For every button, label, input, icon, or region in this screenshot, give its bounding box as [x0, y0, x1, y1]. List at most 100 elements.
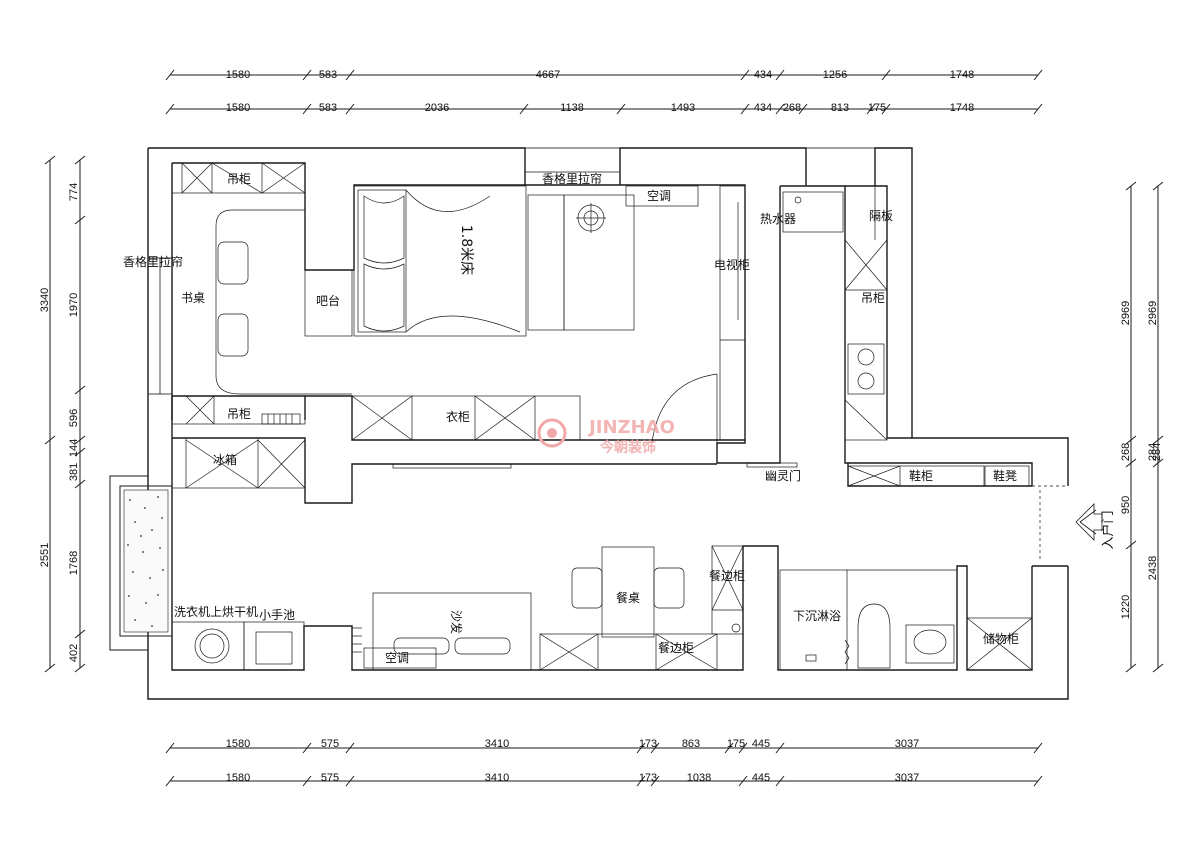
- dimension-top-inner: [165, 103, 1043, 115]
- label-sink: 小手池: [259, 608, 295, 622]
- bedroom-door: [651, 373, 718, 444]
- label-fridge: 冰箱: [213, 452, 237, 467]
- dimension-right-inner: [1125, 181, 1137, 673]
- label-curtain-top: 香格里拉帘: [542, 171, 602, 186]
- dim-top-inner-4: 1493: [671, 102, 695, 114]
- label-ac-bottom: 空调: [385, 651, 409, 665]
- label-shoe-stool: 鞋凳: [993, 468, 1017, 483]
- fridge-cabinet: [171, 437, 306, 489]
- bed-1-8m: [353, 185, 527, 337]
- tv-area: [527, 185, 746, 441]
- label-shower: 下沉淋浴: [793, 609, 841, 623]
- dim-left-inner-3: 144: [68, 439, 80, 457]
- dim-top-inner-5: 434: [754, 102, 772, 114]
- label-sideboard-2: 餐边柜: [658, 640, 694, 655]
- bathroom: [779, 569, 1033, 671]
- dim-top-outer-5: 1748: [950, 69, 974, 81]
- label-water-heater: 热水器: [760, 212, 796, 226]
- label-sideboard-1: 餐边柜: [709, 568, 745, 583]
- dim-top-inner-6: 268: [783, 102, 801, 114]
- entry-arrow-icon: [1075, 503, 1103, 541]
- label-storage: 储物柜: [983, 631, 1019, 646]
- entry-door: [1032, 485, 1068, 567]
- ghost-door: [746, 462, 798, 468]
- dim-top-outer-1: 583: [319, 69, 337, 81]
- label-partition: 隔板: [869, 209, 893, 223]
- dim-top-inner-3: 1138: [560, 102, 584, 114]
- dim-left-outer-1: 2551: [39, 543, 51, 567]
- label-wardrobe: 衣柜: [446, 409, 470, 424]
- dim-bottom-outer-3: 173: [639, 772, 657, 784]
- watermark-brand-cn: 今朝装饰: [599, 439, 656, 456]
- bar-counter: [304, 269, 353, 337]
- dim-bottom-inner-4: 863: [682, 738, 700, 750]
- desk-shape: [215, 209, 352, 395]
- dimension-left-inner: [74, 155, 86, 673]
- dim-right-outer-2: 284: [1151, 443, 1163, 461]
- sofa: [352, 592, 532, 671]
- dim-left-inner-2: 596: [68, 409, 80, 427]
- dim-right-inner-0: 2969: [1120, 301, 1132, 325]
- dimension-left-outer: [44, 155, 56, 673]
- dim-top-inner-7: 813: [831, 102, 849, 114]
- balcony-bay: [109, 475, 173, 651]
- sideboards: [539, 545, 744, 671]
- dim-bottom-inner-2: 3410: [485, 738, 509, 750]
- label-shoe-cabinet: 鞋柜: [909, 468, 933, 483]
- label-hanging-cabinet-bottom: 吊柜: [227, 407, 251, 421]
- label-curtain-left: 香格里拉帘: [123, 254, 183, 269]
- dimension-top-outer: [165, 69, 1043, 81]
- label-sofa: 沙发: [449, 610, 464, 634]
- top-window: [524, 147, 876, 187]
- label-hanging-right: 吊柜: [861, 291, 885, 305]
- kitchen-strip: [782, 185, 888, 441]
- dim-top-inner-8: 175: [868, 102, 886, 114]
- dim-bottom-inner-1: 575: [321, 738, 339, 750]
- dim-top-outer-2: 4667: [536, 69, 560, 81]
- watermark-brand-en: JINZHAO: [587, 417, 675, 438]
- dim-top-inner-1: 583: [319, 102, 337, 114]
- label-bar: 吧台: [316, 293, 340, 308]
- label-bed: 1.8米床: [458, 225, 474, 275]
- label-entry: 入户门: [1100, 510, 1116, 549]
- dim-top-outer-0: 1580: [226, 69, 250, 81]
- dimension-labels: 1580 583 4667 434 1256 1748 1580 583 203…: [39, 69, 1163, 784]
- label-ghost-door: 幽灵门: [765, 468, 801, 483]
- dim-right-inner-3: 1220: [1120, 595, 1132, 619]
- dim-left-inner-5: 1768: [68, 551, 80, 575]
- dimension-bottom-inner: [165, 742, 1043, 754]
- dim-right-inner-1: 268: [1120, 443, 1132, 461]
- hanging-cabinet-top: [171, 162, 306, 194]
- label-dining-table: 餐桌: [616, 590, 640, 605]
- label-tv-cabinet: 电视柜: [714, 257, 750, 272]
- shoe-cabinet: [847, 465, 1030, 487]
- laundry: [171, 621, 305, 671]
- dim-left-inner-0: 774: [68, 183, 80, 201]
- left-window-curtain: [147, 257, 173, 395]
- dim-bottom-inner-7: 3037: [895, 738, 919, 750]
- dining-table: [571, 546, 685, 638]
- wardrobe: [351, 395, 581, 441]
- dim-bottom-inner-0: 1580: [226, 738, 250, 750]
- dim-bottom-outer-4: 1038: [687, 772, 711, 784]
- watermark-logo: JINZHAO 今朝装饰: [537, 417, 675, 456]
- dim-bottom-inner-6: 445: [752, 738, 770, 750]
- dim-bottom-outer-1: 575: [321, 772, 339, 784]
- dim-left-inner-4: 381: [68, 463, 80, 481]
- hanging-cabinet-bottom: [171, 395, 306, 425]
- dim-bottom-outer-2: 3410: [485, 772, 509, 784]
- dimension-bottom-outer: [165, 775, 1043, 787]
- label-washer: 洗衣机上烘干机: [174, 604, 258, 619]
- dim-top-inner-9: 1748: [950, 102, 974, 114]
- dim-right-outer-3: 2438: [1147, 556, 1159, 580]
- dimension-right-outer: [1152, 181, 1164, 673]
- dim-bottom-inner-5: 175: [727, 738, 745, 750]
- label-hanging-cabinet-top: 吊柜: [227, 172, 251, 186]
- dim-top-inner-0: 1580: [226, 102, 250, 114]
- dim-right-outer-0: 2969: [1147, 301, 1159, 325]
- label-desk: 书桌: [181, 291, 205, 305]
- dim-right-inner-2: 950: [1120, 496, 1132, 514]
- dim-left-outer-0: 3340: [39, 288, 51, 312]
